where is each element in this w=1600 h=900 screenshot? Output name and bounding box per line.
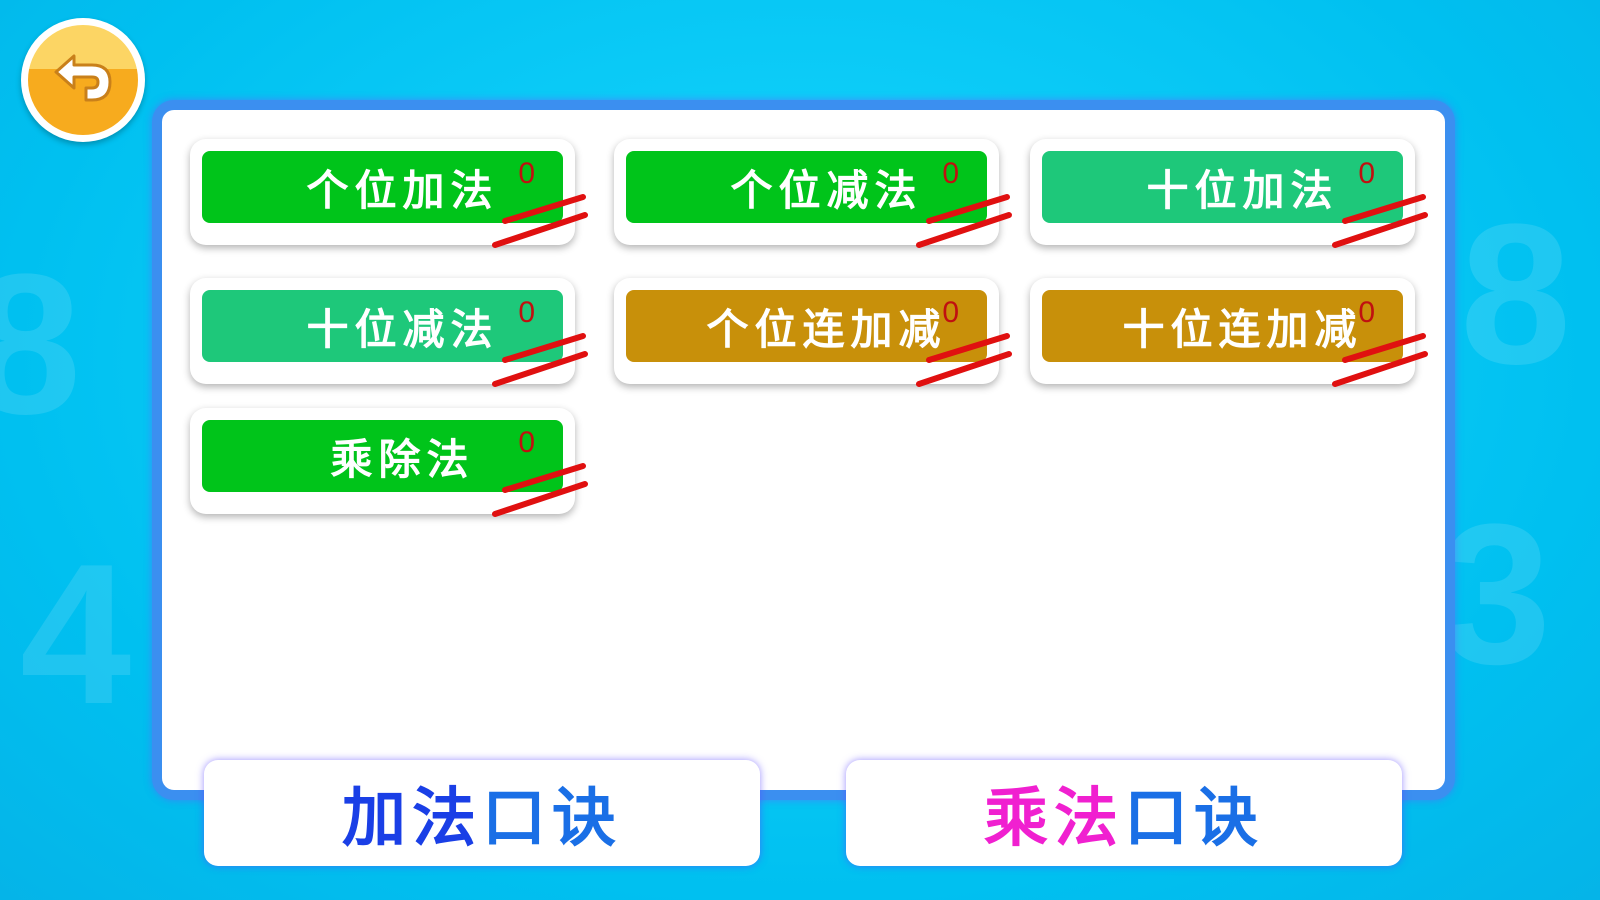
level-tile[interactable]: 十位连加减 0 xyxy=(1030,278,1428,387)
level-tile[interactable]: 个位减法 0 xyxy=(614,139,1012,248)
score-underline-icon xyxy=(916,333,1012,387)
bg-decoration: 8 xyxy=(1460,183,1572,406)
score-underline-icon xyxy=(492,463,588,517)
score-underline-icon xyxy=(1332,194,1428,248)
label-part2: 口诀 xyxy=(482,782,622,856)
score-count: 0 xyxy=(518,157,535,190)
score-count: 0 xyxy=(942,296,959,329)
level-tile[interactable]: 十位减法 0 xyxy=(190,278,588,387)
level-tile[interactable]: 乘除法 0 xyxy=(190,408,588,517)
score-underline-icon xyxy=(492,333,588,387)
level-tile[interactable]: 个位连加减 0 xyxy=(614,278,1012,387)
level-label: 十位加法 xyxy=(1042,151,1403,223)
label-part1: 乘法 xyxy=(984,782,1124,856)
level-label: 十位连加减 xyxy=(1042,290,1403,362)
level-label: 个位减法 xyxy=(626,151,987,223)
back-button[interactable] xyxy=(21,18,145,142)
score-count: 0 xyxy=(518,426,535,459)
bg-decoration: 3 xyxy=(1440,483,1552,706)
level-label: 乘除法 xyxy=(202,420,563,492)
level-tile[interactable]: 个位加法 0 xyxy=(190,139,588,248)
level-label: 个位连加减 xyxy=(626,290,987,362)
bg-decoration: 8 xyxy=(0,233,82,456)
addition-rhyme-button[interactable]: 加法口诀 xyxy=(204,760,760,866)
level-tile[interactable]: 十位加法 0 xyxy=(1030,139,1428,248)
back-arrow-icon xyxy=(28,25,138,135)
score-count: 0 xyxy=(1358,296,1375,329)
multiplication-rhyme-button[interactable]: 乘法口诀 xyxy=(846,760,1402,866)
score-count: 0 xyxy=(518,296,535,329)
score-underline-icon xyxy=(1332,333,1428,387)
label-part2: 口诀 xyxy=(1124,782,1264,856)
score-count: 0 xyxy=(1358,157,1375,190)
level-label: 十位减法 xyxy=(202,290,563,362)
score-count: 0 xyxy=(942,157,959,190)
score-underline-icon xyxy=(916,194,1012,248)
bg-decoration: 4 xyxy=(20,523,132,746)
level-label: 个位加法 xyxy=(202,151,563,223)
score-underline-icon xyxy=(492,194,588,248)
label-part1: 加法 xyxy=(342,782,482,856)
